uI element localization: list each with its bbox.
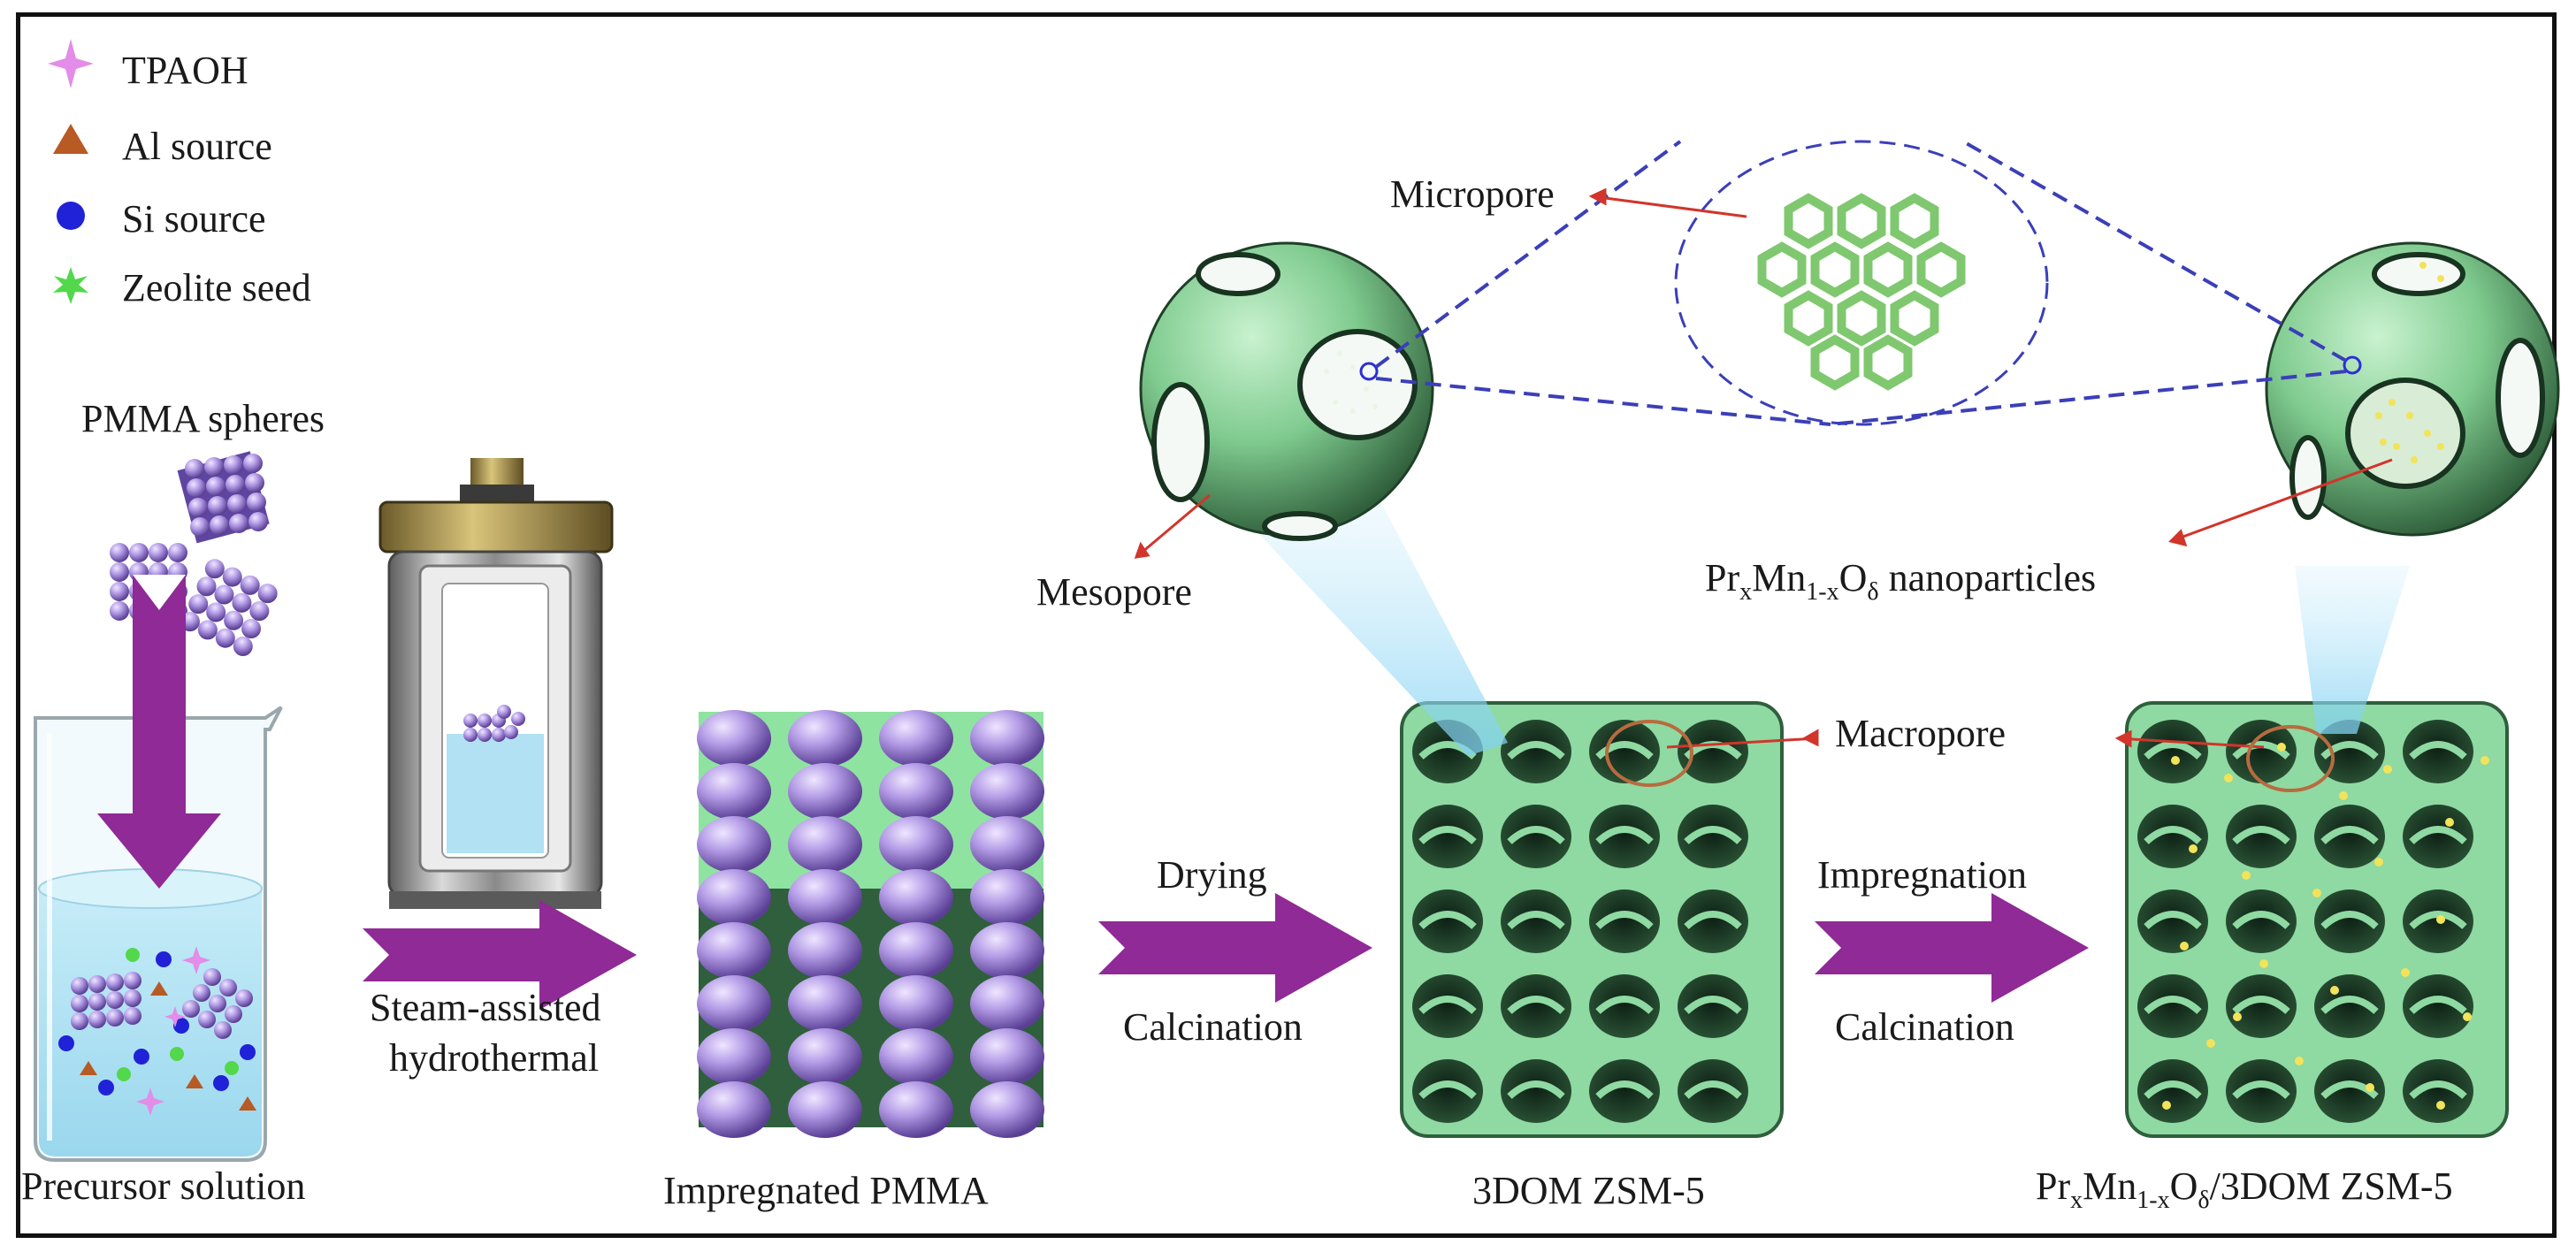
legend-label-al: Al source [122, 125, 272, 168]
product-block [2125, 701, 2509, 1138]
label-micropore: Micropore [1390, 172, 1555, 216]
label-pmma-spheres: PMMA spheres [81, 397, 325, 440]
arrow-steam [363, 900, 637, 1010]
pointer-arrows [1134, 187, 2393, 749]
beaker-illustration [34, 706, 283, 1162]
label-mesopore: Mesopore [1036, 570, 1192, 614]
micropore-framework [1757, 193, 1966, 391]
legend-label-si: Si source [122, 197, 266, 240]
macropore-highlight [1605, 720, 1693, 787]
label-impregnation: Impregnation [1817, 853, 2028, 897]
pmma-sphere-clusters [110, 451, 278, 656]
zsm5-block [1400, 701, 1784, 1138]
nanoparticle-sphere [2265, 241, 2560, 537]
si-dot-icon [57, 202, 85, 230]
label-calcination-2: Calcination [1835, 1005, 2014, 1049]
label-product: PrxMn1-xOδ/3DOM ZSM-5 [2036, 1164, 2453, 1214]
legend-label-seed: Zeolite seed [122, 266, 311, 309]
mesopore-sphere [1139, 241, 1434, 541]
autoclave-illustration [378, 458, 614, 909]
arrow-drying [1098, 893, 1372, 1003]
arrow-impregnation [1815, 893, 2089, 1003]
label-3dom-zsm5: 3DOM ZSM-5 [1472, 1169, 1705, 1212]
zoom-dashed-lines [1374, 140, 2347, 426]
label-precursor-solution: Precursor solution [21, 1164, 306, 1208]
zoom-beam-right [2295, 566, 2410, 734]
legend-label-tpaoh: TPAOH [122, 49, 248, 92]
figure-border [16, 12, 2557, 1238]
label-nanoparticles: PrxMn1-xOδ nanoparticles [1705, 556, 2097, 606]
label-steam-assisted: Steam-assisted [370, 986, 601, 1029]
zeolite-seed-icon [53, 267, 88, 304]
label-drying: Drying [1157, 853, 1267, 897]
zoom-beam-left [1256, 500, 1508, 756]
tpaoh-star-icon [48, 39, 94, 88]
label-macropore: Macropore [1835, 712, 2007, 755]
label-impregnated-pmma: Impregnated PMMA [663, 1169, 989, 1212]
downward-process-arrow [97, 575, 221, 889]
label-calcination-1: Calcination [1123, 1005, 1303, 1049]
macropore-highlight-product [2246, 725, 2335, 792]
impregnated-pmma-cube [697, 710, 1044, 1138]
label-hydrothermal: hydrothermal [389, 1036, 600, 1080]
al-triangle-icon [53, 124, 88, 154]
